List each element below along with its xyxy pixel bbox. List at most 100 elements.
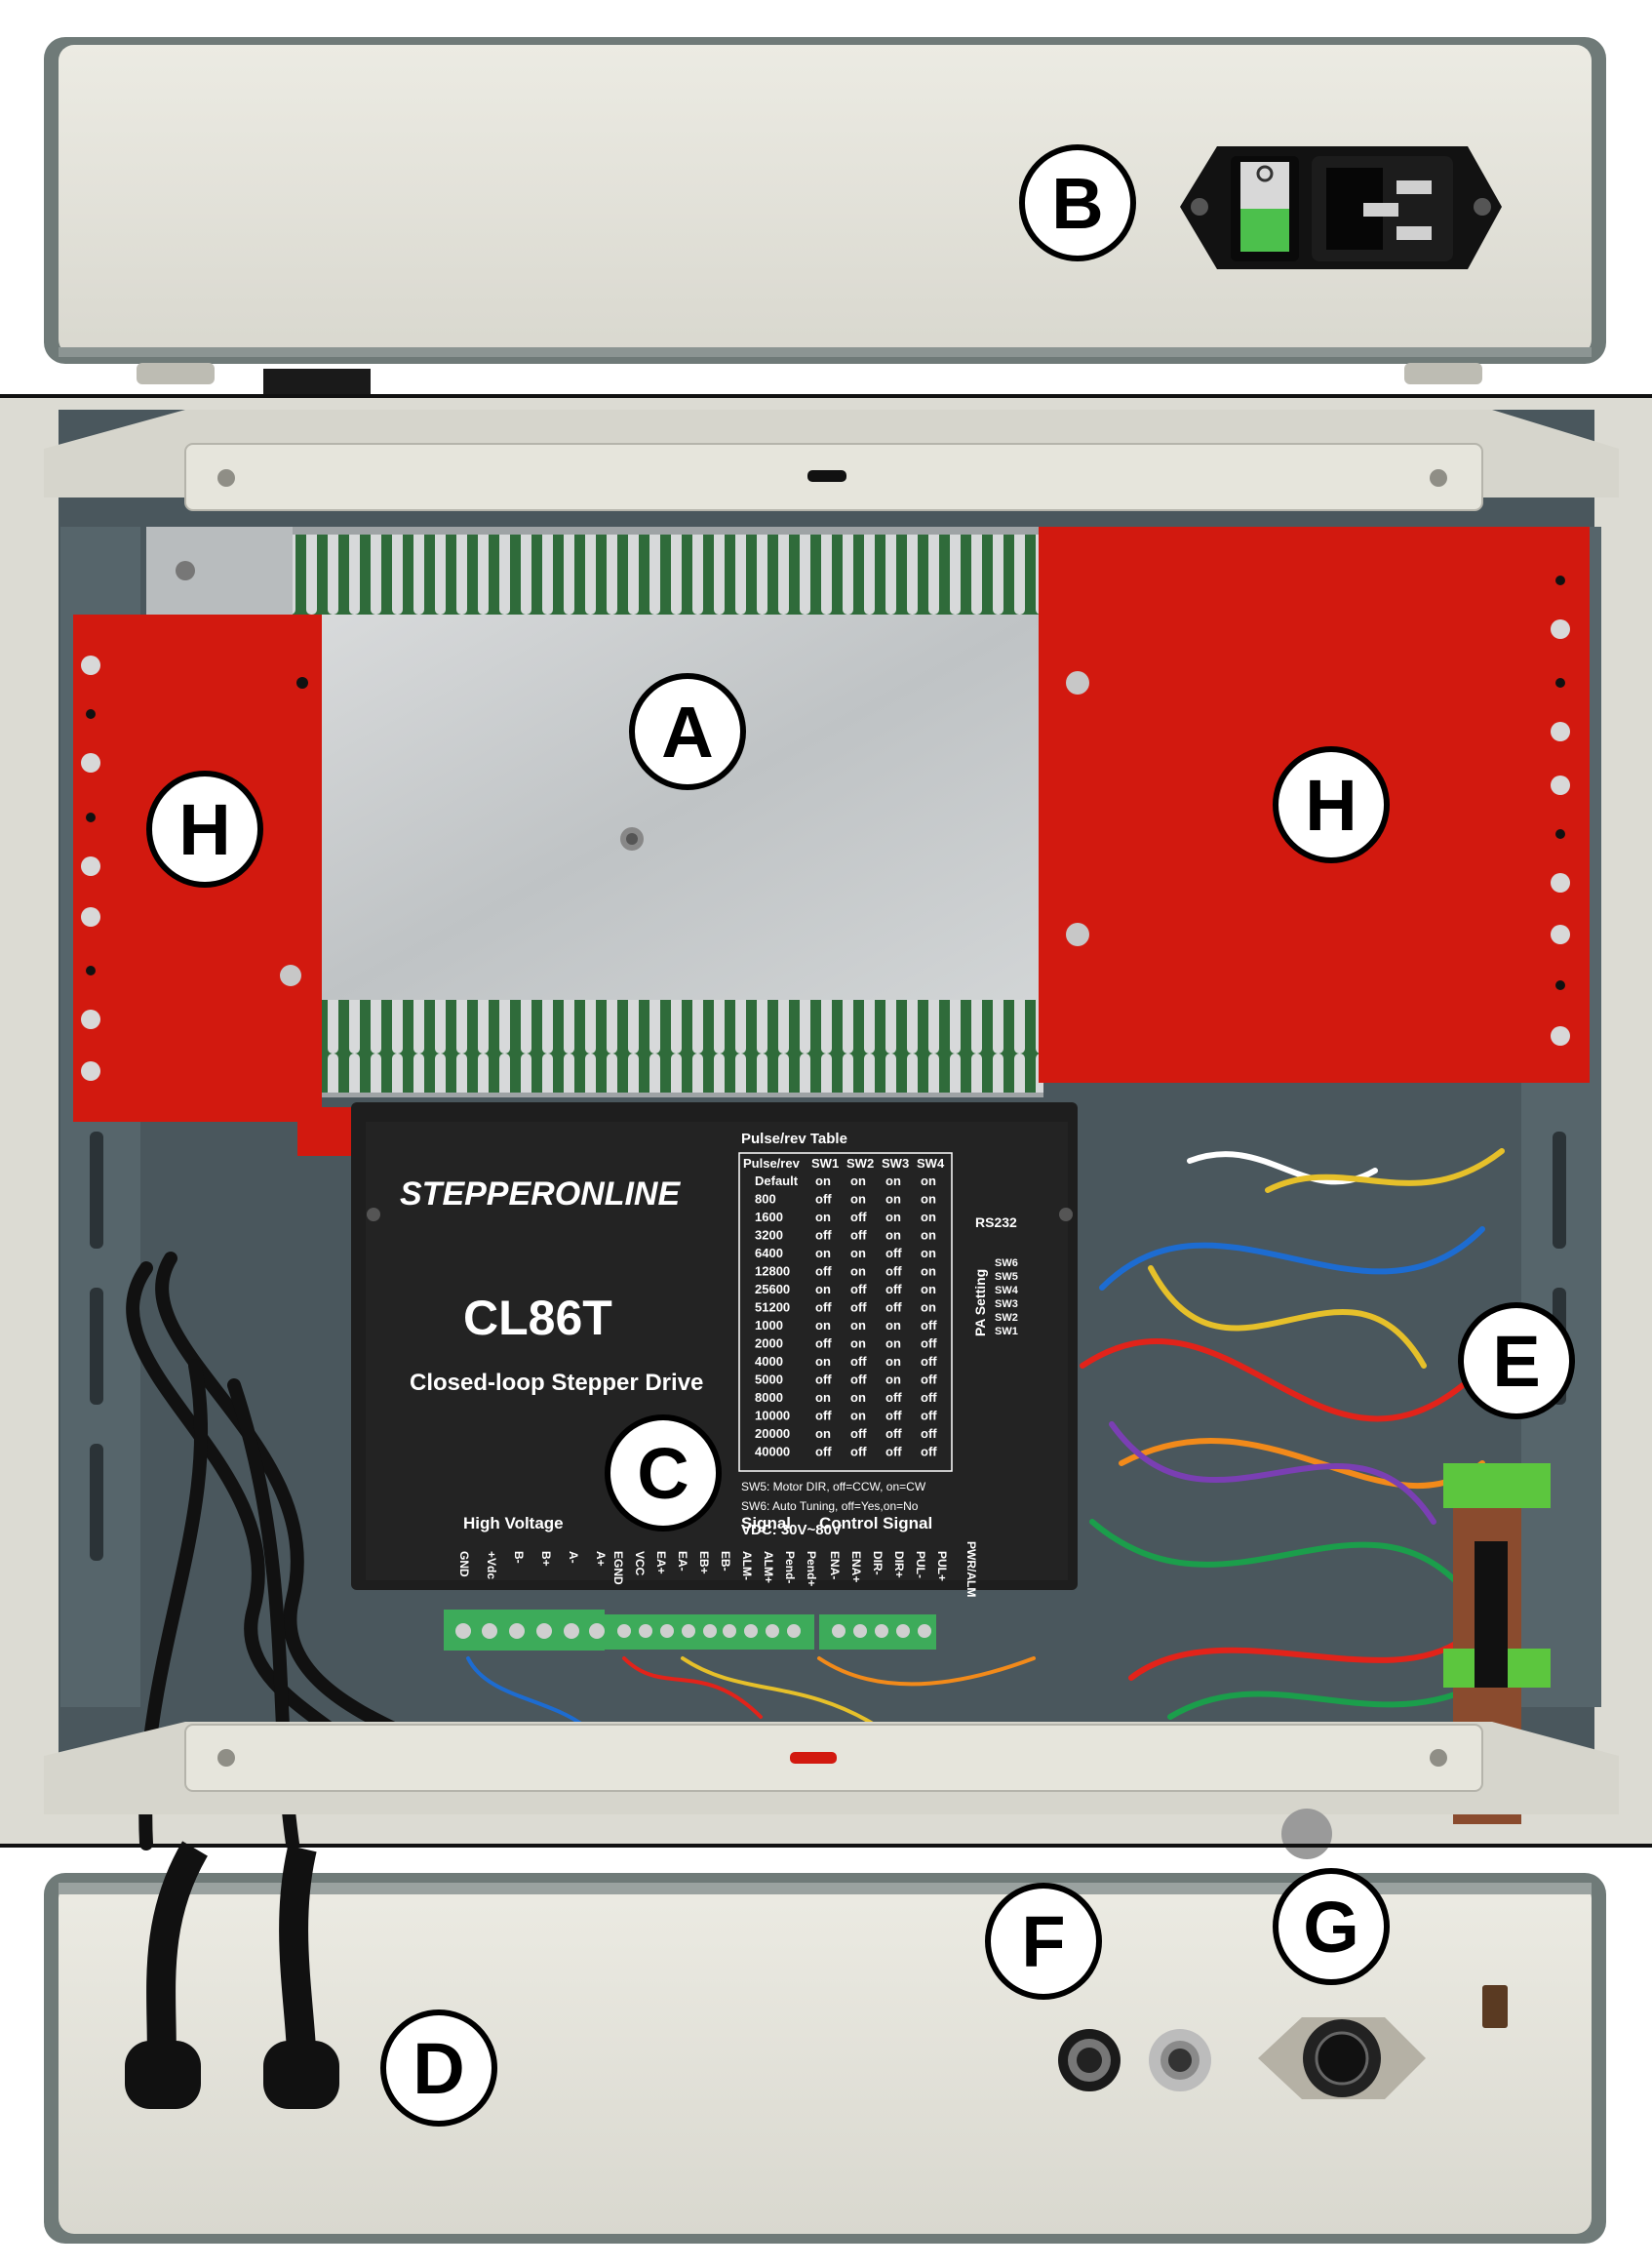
switch-label: SW1 [995, 1326, 1018, 1337]
pulse-table-cell: off [850, 1426, 867, 1441]
marker-g: G [1273, 1868, 1390, 1985]
bottom-lid-rail [44, 1722, 1619, 1859]
pulse-table-cell: off [921, 1445, 937, 1459]
pin-label-high-voltage: GND [457, 1551, 471, 1577]
pulse-table-cell: off [885, 1445, 902, 1459]
pin-label-high-voltage: B+ [539, 1551, 553, 1567]
pulse-table-cell: off [850, 1210, 867, 1224]
pulse-table-cell: on [850, 1264, 866, 1279]
group-control-signal: Control Signal [819, 1514, 932, 1532]
pulse-table-cell: on [850, 1174, 866, 1188]
pulse-table-cell: 2000 [755, 1336, 783, 1351]
note-sw6: SW6: Auto Tuning, off=Yes,on=No [741, 1499, 919, 1513]
pulse-table-cell: 25600 [755, 1282, 790, 1296]
pulse-table-cell: off [815, 1300, 832, 1315]
pulse-table-cell: on [885, 1373, 901, 1387]
pulse-table-cell: off [815, 1336, 832, 1351]
pulse-table-cell: off [850, 1445, 867, 1459]
pulse-table-cell: on [850, 1409, 866, 1423]
stepper-driver-body [351, 1102, 1078, 1590]
rail-screws [81, 619, 1570, 1081]
pulse-table-cell: on [815, 1390, 831, 1405]
pulse-table-cell: off [815, 1445, 832, 1459]
pulse-table-cell: 8000 [755, 1390, 783, 1405]
pulse-table-cell: on [921, 1264, 936, 1279]
pulse-table-cell: on [885, 1174, 901, 1188]
pin-label-control: PUL- [914, 1551, 927, 1578]
pulse-table-cell: on [850, 1390, 866, 1405]
pulse-table-cell: on [885, 1228, 901, 1243]
pulse-table-cell: off [850, 1282, 867, 1296]
pulse-table-cell: on [850, 1318, 866, 1333]
power-inlet-switch [1180, 146, 1502, 269]
pulse-table-cell: off [921, 1354, 937, 1369]
pulse-table-cell: 1000 [755, 1318, 783, 1333]
pulse-table-cell: on [815, 1354, 831, 1369]
pulse-table-cell: off [921, 1426, 937, 1441]
pin-label-encoder: EB- [719, 1551, 732, 1572]
marker-e: E [1458, 1302, 1575, 1419]
pa-setting-label: PA Setting [972, 1269, 988, 1336]
pulse-table-cell: on [885, 1318, 901, 1333]
pulse-table-cell: on [815, 1282, 831, 1296]
pulse-table-cell: off [885, 1426, 902, 1441]
pulse-table-cell: 12800 [755, 1264, 790, 1279]
pulse-table-cell: off [921, 1318, 937, 1333]
pulse-table-cell: off [850, 1300, 867, 1315]
group-high-voltage: High Voltage [463, 1514, 564, 1532]
driver-label-area: STEPPERONLINE CL86T Closed-loop Stepper … [400, 1131, 1019, 1597]
pulse-table-cell: off [815, 1228, 832, 1243]
pulse-table-cell: on [921, 1282, 936, 1296]
pulse-table-cell: off [850, 1373, 867, 1387]
switch-label: SW3 [995, 1298, 1018, 1310]
switch-label: SW6 [995, 1257, 1018, 1269]
pulse-table-cell: off [885, 1282, 902, 1296]
wiring-harness [126, 1148, 1505, 1850]
driver-model: CL86T [463, 1291, 612, 1345]
driver-brand: STEPPERONLINE [400, 1175, 681, 1213]
pulse-table-header: SW2 [846, 1156, 874, 1171]
pin-label-control: ENA- [828, 1551, 842, 1579]
pin-label-high-voltage: B- [512, 1551, 526, 1564]
pulse-table-header: SW3 [882, 1156, 909, 1171]
pulse-table-cell: off [815, 1373, 832, 1387]
pin-label-signal: ALM- [740, 1551, 754, 1580]
pin-label-signal: ALM+ [762, 1551, 775, 1583]
motor-connector [1258, 2017, 1426, 2099]
driver-subtitle: Closed-loop Stepper Drive [410, 1370, 703, 1396]
note-sw5: SW5: Motor DIR, off=CCW, on=CW [741, 1480, 926, 1493]
pulse-table-cell: 20000 [755, 1426, 790, 1441]
pin-label-control: ENA+ [849, 1551, 863, 1582]
pulse-table-cell: 4000 [755, 1354, 783, 1369]
pin-label-control: DIR- [871, 1551, 885, 1575]
pin-label-high-voltage: +Vdc [485, 1551, 498, 1579]
pulse-table-cell: on [921, 1228, 936, 1243]
pin-label-signal: Pend+ [805, 1551, 818, 1586]
pulse-table-cell: on [850, 1192, 866, 1207]
pulse-table-header: SW4 [917, 1156, 945, 1171]
pwr-alm-label: PWR/ALM [964, 1541, 978, 1597]
pulse-table-cell: off [921, 1336, 937, 1351]
marker-h-left: H [146, 771, 263, 888]
marker-c: C [605, 1414, 722, 1532]
pulse-table-cell: off [885, 1264, 902, 1279]
pulse-table-cell: off [885, 1390, 902, 1405]
pulse-table-cell: on [815, 1318, 831, 1333]
pulse-table-cell: on [885, 1210, 901, 1224]
pulse-table-cell: off [815, 1409, 832, 1423]
pin-label-control: DIR+ [892, 1551, 906, 1578]
photo-divider-bottom [0, 1844, 1652, 1848]
switch-label: SW4 [995, 1285, 1019, 1296]
marker-b: B [1019, 144, 1136, 261]
pin-label-encoder: VCC [633, 1551, 647, 1576]
pulse-table-cell: on [921, 1210, 936, 1224]
pulse-table-cell: on [921, 1192, 936, 1207]
pulse-table-header: Pulse/rev [743, 1156, 801, 1171]
pulse-table-cell: 1600 [755, 1210, 783, 1224]
pulse-table-cell: on [850, 1336, 866, 1351]
marker-a: A [629, 673, 746, 790]
pulse-table-cell: off [921, 1390, 937, 1405]
pulse-table-cell: off [885, 1409, 902, 1423]
